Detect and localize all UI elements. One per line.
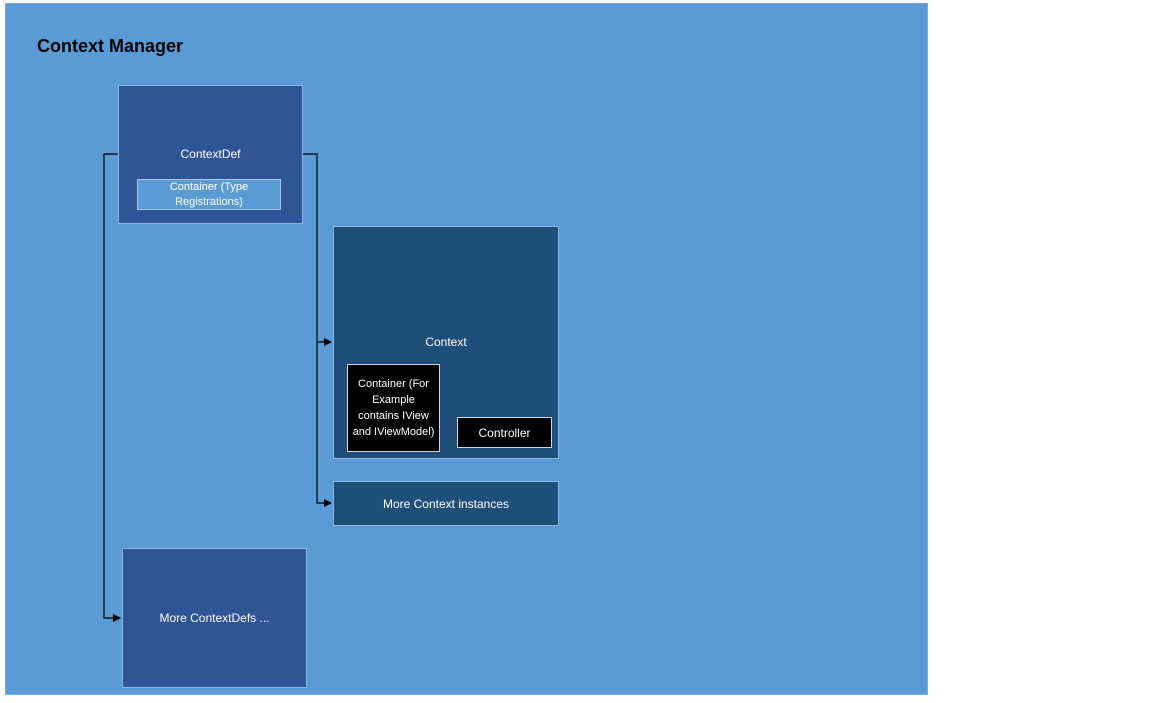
more-context-defs-label: More ContextDefs ... <box>159 611 270 625</box>
context-def-box: ContextDef Container (Type Registrations… <box>118 85 303 224</box>
context-box: Context Container (For Example contains … <box>333 226 559 459</box>
type-registrations-container: Container (Type Registrations) <box>137 179 281 210</box>
context-container-box: Container (For Example contains IView an… <box>347 364 440 452</box>
more-context-instances-box: More Context instances <box>333 481 559 526</box>
context-def-label: ContextDef <box>180 147 241 161</box>
controller-box: Controller <box>457 417 552 448</box>
context-manager-title: Context Manager <box>37 36 184 56</box>
more-context-defs-box: More ContextDefs ... <box>122 548 307 688</box>
context-label: Context <box>425 335 467 349</box>
more-context-instances-label: More Context instances <box>382 496 510 511</box>
